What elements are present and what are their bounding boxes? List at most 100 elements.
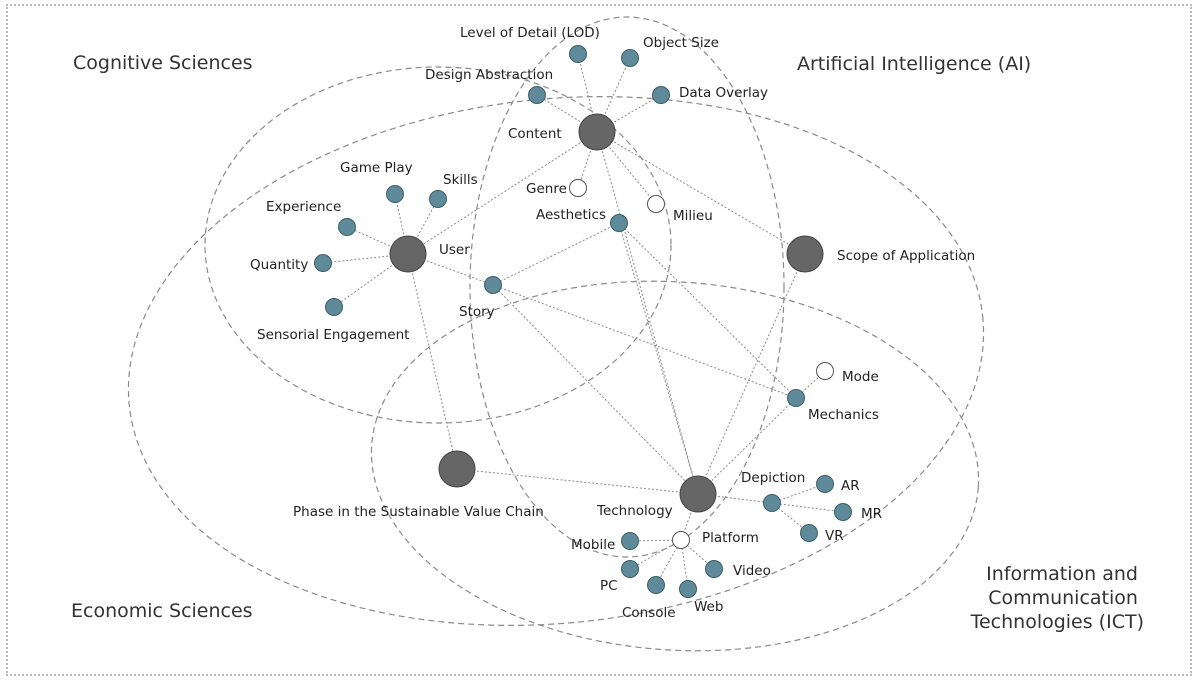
object-size-label: Object Size [643, 35, 719, 51]
video-label: Video [733, 563, 771, 579]
major-nodes [389, 113, 824, 513]
diagram-frame [6, 4, 1192, 676]
edge [333, 253, 409, 308]
user-label: User [439, 242, 470, 258]
sensorial-label: Sensorial Engagement [257, 327, 409, 343]
edge [492, 222, 620, 286]
user-node[interactable] [389, 235, 427, 273]
ar-label: AR [841, 478, 860, 494]
design-abstraction-label: Design Abstraction [425, 67, 553, 83]
region-label-economic: Economic Sciences [71, 600, 253, 622]
edge [771, 483, 826, 504]
story-node[interactable] [484, 276, 502, 294]
web-label: Web [694, 599, 723, 615]
lod-node[interactable] [569, 45, 587, 63]
platform-label: Platform [702, 530, 759, 546]
region-label-ict-line1: Information and [986, 563, 1138, 585]
aesthetics-node[interactable] [610, 214, 628, 232]
edge [346, 226, 409, 255]
region-labels: Cognitive Sciences Artificial Intelligen… [71, 52, 1144, 633]
hollow-nodes [569, 179, 834, 549]
region-label-ict-line3: Technologies (ICT) [970, 611, 1144, 633]
node-labels: Content User Scope of Application Phase … [250, 25, 975, 621]
platform-node[interactable] [672, 531, 690, 549]
region-label-ict-line2: Communication [988, 587, 1138, 609]
ar-node[interactable] [816, 475, 834, 493]
video-node[interactable] [705, 560, 723, 578]
content-label: Content [508, 126, 562, 142]
pc-label: PC [600, 578, 618, 594]
edge [596, 131, 657, 205]
genre-node[interactable] [569, 179, 587, 197]
technology-node[interactable] [679, 475, 717, 513]
region-label-ai: Artificial Intelligence (AI) [797, 53, 1031, 75]
quantity-label: Quantity [250, 257, 308, 273]
quantity-node[interactable] [314, 254, 332, 272]
mechanics-node[interactable] [787, 389, 805, 407]
edge [407, 253, 494, 286]
region-label-cognitive: Cognitive Sciences [73, 52, 253, 74]
edge [618, 222, 699, 495]
data-overlay-label: Data Overlay [679, 85, 768, 101]
experience-node[interactable] [338, 218, 356, 236]
console-label: Console [622, 605, 676, 621]
depiction-label: Depiction [741, 470, 805, 486]
edge [697, 253, 806, 495]
content-node[interactable] [578, 113, 616, 151]
experience-label: Experience [266, 199, 341, 215]
design-abstraction-node[interactable] [528, 86, 546, 104]
skills-node[interactable] [429, 190, 447, 208]
mr-label: MR [861, 506, 882, 522]
milieu-label: Milieu [673, 208, 713, 224]
scope-node[interactable] [786, 235, 824, 273]
edge [629, 539, 682, 570]
genre-label: Genre [526, 181, 567, 197]
technology-label: Technology [596, 503, 673, 519]
skills-label: Skills [443, 172, 478, 188]
sensorial-node[interactable] [325, 298, 343, 316]
mode-label: Mode [842, 369, 879, 385]
phase-label: Phase in the Sustainable Value Chain [293, 504, 544, 520]
edge [771, 502, 844, 513]
edges [322, 53, 844, 590]
aesthetics-label: Aesthetics [536, 207, 606, 223]
ellipse-economic [127, 96, 985, 626]
edge [407, 198, 439, 255]
edge [596, 131, 806, 255]
scope-label: Scope of Application [837, 248, 975, 264]
edge [456, 468, 699, 495]
ellipse-ict [370, 280, 980, 652]
region-label-ict: Information and Communication Technologi… [970, 563, 1144, 633]
domain-ellipses [127, 16, 985, 652]
web-node[interactable] [679, 580, 697, 598]
story-label: Story [459, 304, 495, 320]
mobile-node[interactable] [621, 532, 639, 550]
console-node[interactable] [647, 576, 665, 594]
mr-node[interactable] [834, 503, 852, 521]
depiction-node[interactable] [763, 494, 781, 512]
minor-nodes [314, 45, 852, 598]
mechanics-label: Mechanics [808, 407, 879, 423]
game-play-node[interactable] [386, 185, 404, 203]
milieu-node[interactable] [647, 195, 665, 213]
edge [407, 253, 458, 470]
edge [407, 131, 598, 255]
edge [697, 397, 797, 495]
edge [492, 284, 699, 495]
edge [492, 284, 797, 399]
ellipse-ai [469, 16, 785, 558]
mobile-label: Mobile [571, 537, 615, 553]
vr-label: VR [825, 528, 844, 544]
pc-node[interactable] [621, 560, 639, 578]
lod-label: Level of Detail (LOD) [460, 25, 600, 41]
game-play-label: Game Play [340, 160, 413, 176]
edge [618, 222, 797, 399]
object-size-node[interactable] [621, 49, 639, 67]
ellipse-cognitive [204, 66, 672, 424]
vr-node[interactable] [800, 524, 818, 542]
phase-node[interactable] [438, 450, 476, 488]
mode-node[interactable] [816, 362, 834, 380]
data-overlay-node[interactable] [652, 86, 670, 104]
edge [596, 131, 699, 495]
